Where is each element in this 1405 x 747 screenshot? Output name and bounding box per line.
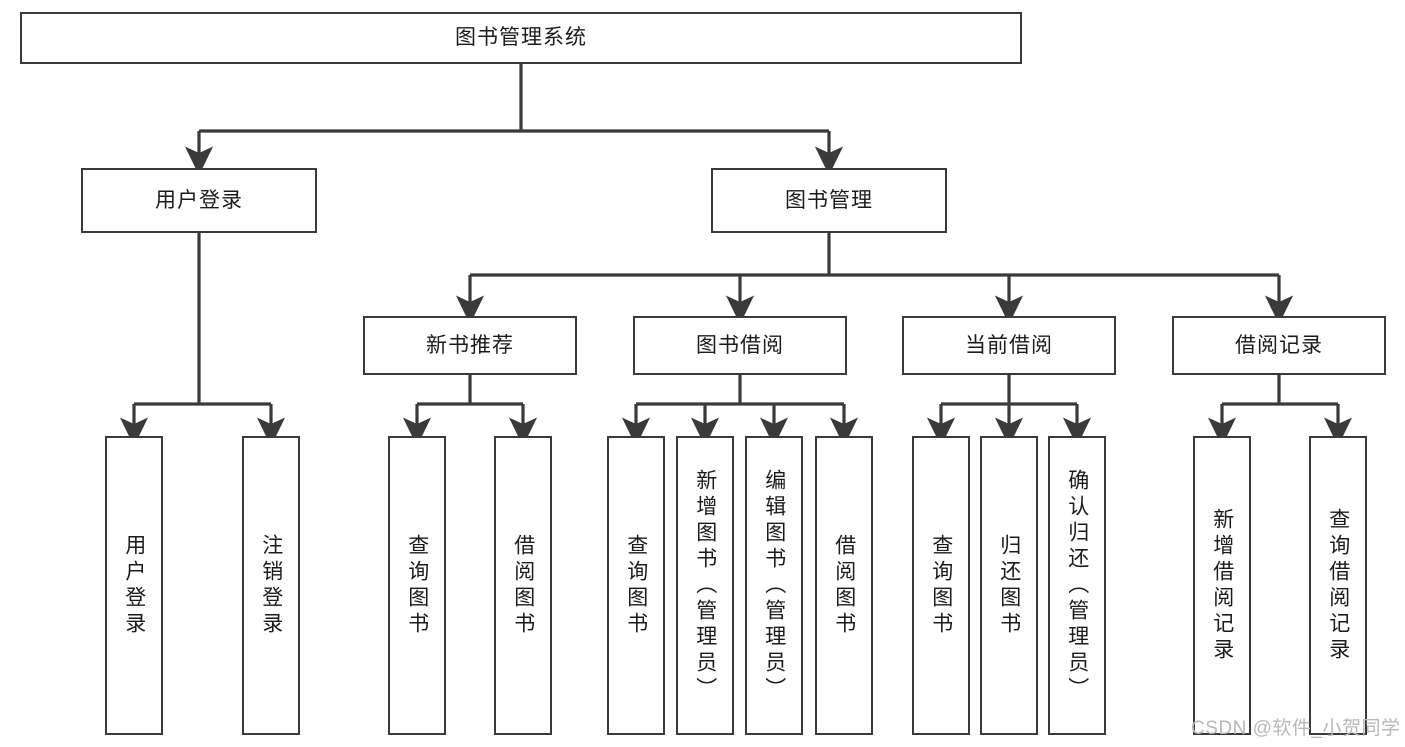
- node-leaf-borrow-book-1-label: 借阅图书: [511, 533, 535, 638]
- node-leaf-query-book-3[interactable]: 查询图书: [912, 436, 970, 735]
- node-leaf-query-book-1[interactable]: 查询图书: [388, 436, 446, 735]
- node-borrow-record-label: 借阅记录: [1235, 333, 1323, 357]
- node-new-book-recommend-label: 新书推荐: [426, 333, 514, 357]
- node-leaf-add-book-label: 新增图书（管理员）: [693, 468, 717, 703]
- node-leaf-confirm-return-label: 确认归还（管理员）: [1065, 468, 1089, 703]
- node-root-library-management-system[interactable]: 图书管理系统: [20, 12, 1022, 64]
- node-leaf-logout-login[interactable]: 注销登录: [242, 436, 300, 735]
- node-book-management-label: 图书管理: [785, 188, 873, 212]
- node-root-label: 图书管理系统: [455, 26, 587, 50]
- node-leaf-return-book-label: 归还图书: [997, 533, 1021, 638]
- node-leaf-user-login-label: 用户登录: [122, 533, 146, 638]
- node-leaf-query-book-2-label: 查询图书: [624, 533, 648, 638]
- node-leaf-edit-book-label: 编辑图书（管理员）: [762, 468, 786, 703]
- node-leaf-logout-login-label: 注销登录: [259, 533, 283, 638]
- node-leaf-borrow-book-1[interactable]: 借阅图书: [494, 436, 552, 735]
- node-user-login[interactable]: 用户登录: [81, 168, 317, 233]
- node-leaf-borrow-book-2-label: 借阅图书: [832, 533, 856, 638]
- node-current-borrow-label: 当前借阅: [965, 333, 1053, 357]
- node-new-book-recommend[interactable]: 新书推荐: [363, 316, 577, 375]
- node-leaf-user-login[interactable]: 用户登录: [105, 436, 163, 735]
- node-leaf-add-record[interactable]: 新增借阅记录: [1193, 436, 1251, 735]
- node-leaf-query-record[interactable]: 查询借阅记录: [1309, 436, 1367, 735]
- node-leaf-query-book-1-label: 查询图书: [405, 533, 429, 638]
- node-borrow-record[interactable]: 借阅记录: [1172, 316, 1386, 375]
- node-leaf-query-record-label: 查询借阅记录: [1326, 507, 1350, 664]
- node-book-borrow-label: 图书借阅: [696, 333, 784, 357]
- csdn-watermark: CSDN @软件_小贺同学: [1191, 718, 1401, 739]
- node-leaf-add-book[interactable]: 新增图书（管理员）: [676, 436, 734, 735]
- node-leaf-query-book-3-label: 查询图书: [929, 533, 953, 638]
- node-leaf-confirm-return[interactable]: 确认归还（管理员）: [1048, 436, 1106, 735]
- node-leaf-add-record-label: 新增借阅记录: [1210, 507, 1234, 664]
- node-current-borrow[interactable]: 当前借阅: [902, 316, 1116, 375]
- node-book-borrow[interactable]: 图书借阅: [633, 316, 847, 375]
- node-leaf-edit-book[interactable]: 编辑图书（管理员）: [745, 436, 803, 735]
- node-user-login-label: 用户登录: [155, 188, 243, 212]
- node-book-management[interactable]: 图书管理: [711, 168, 947, 233]
- node-leaf-borrow-book-2[interactable]: 借阅图书: [815, 436, 873, 735]
- node-leaf-query-book-2[interactable]: 查询图书: [607, 436, 665, 735]
- node-leaf-return-book[interactable]: 归还图书: [980, 436, 1038, 735]
